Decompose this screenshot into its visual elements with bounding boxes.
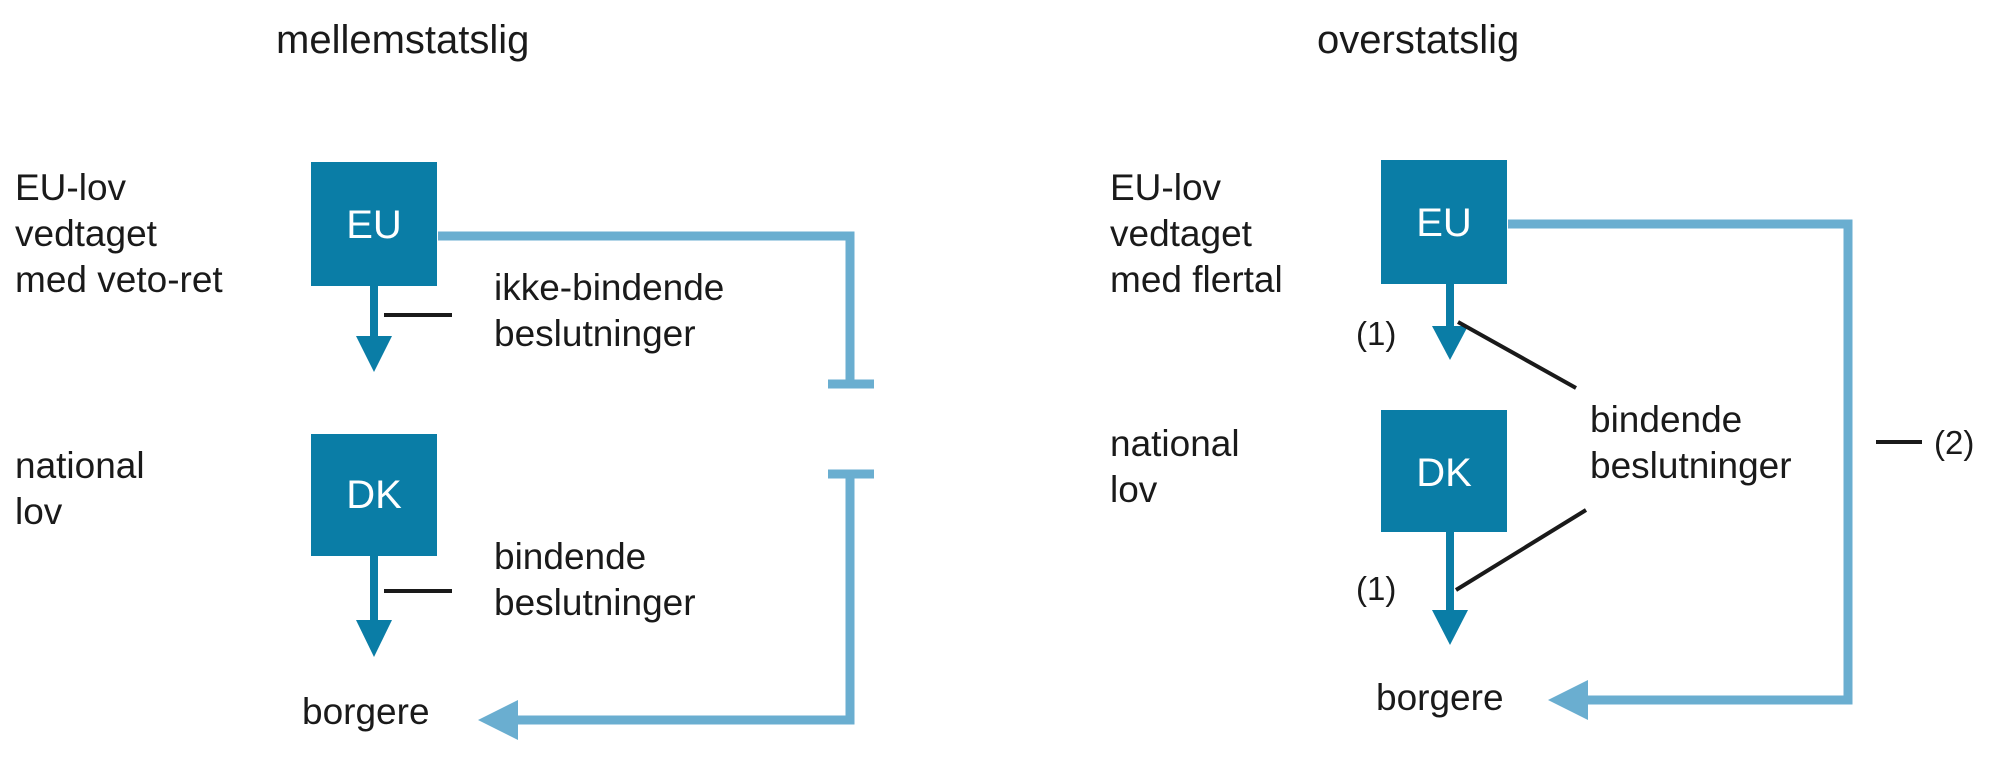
- right-decision-leader-top: [1457, 320, 1577, 390]
- left-national-label-line-2: lov: [15, 491, 63, 532]
- right-panel: overstatslig EU-lov vedtaget med flertal…: [1110, 18, 1974, 720]
- right-eu-label-line-3: med flertal: [1110, 259, 1283, 300]
- right-eu-down-arrowhead: [1432, 326, 1468, 360]
- left-dk-decision-line-1: bindende: [494, 536, 646, 577]
- right-citizens-label: borgere: [1376, 677, 1504, 718]
- left-eu-label-line-3: med veto-ret: [15, 259, 223, 300]
- right-direct-arrow-line: [1508, 219, 1853, 705]
- right-national-label-line-1: national: [1110, 423, 1240, 464]
- left-dk-box-label: DK: [346, 473, 402, 517]
- right-dk-box: [1381, 410, 1507, 532]
- right-eu-box-label: EU: [1416, 201, 1472, 245]
- right-panel-title: overstatslig: [1317, 18, 1519, 62]
- right-eu-label-line-1: EU-lov: [1110, 167, 1222, 208]
- left-eu-label-line-1: EU-lov: [15, 167, 127, 208]
- right-decision-line-1: bindende: [1590, 399, 1742, 440]
- right-marker-2: (2): [1934, 424, 1974, 461]
- left-eu-box: [311, 162, 437, 286]
- right-dk-box-label: DK: [1416, 451, 1472, 495]
- left-eu-decision-line-1: ikke-bindende: [494, 267, 724, 308]
- left-panel: mellemstatslig EU-lov vedtaget med veto-…: [15, 18, 874, 740]
- left-direct-arrow: [438, 231, 874, 740]
- right-marker-1-bottom: (1): [1356, 570, 1396, 607]
- right-eu-label-line-2: vedtaget: [1110, 213, 1253, 254]
- right-direct-arrowhead: [1548, 680, 1588, 720]
- right-direct-arrow: [1508, 219, 1853, 720]
- right-decision-line-2: beslutninger: [1590, 445, 1792, 486]
- left-eu-decision-line-2: beslutninger: [494, 313, 696, 354]
- left-eu-down-arrowhead: [356, 336, 392, 372]
- left-direct-arrow-lower: [514, 474, 855, 725]
- right-marker-1-top: (1): [1356, 315, 1396, 352]
- right-dk-down-arrowhead: [1432, 610, 1468, 645]
- left-direct-arrowhead: [478, 700, 518, 740]
- left-national-label-line-1: national: [15, 445, 145, 486]
- right-national-label-line-2: lov: [1110, 469, 1158, 510]
- left-direct-arrow-upper: [438, 231, 855, 384]
- left-dk-decision-line-2: beslutninger: [494, 582, 696, 623]
- right-decision-leader-bottom: [1454, 508, 1588, 592]
- left-dk-down-arrowhead: [356, 620, 392, 657]
- left-eu-box-label: EU: [346, 203, 402, 247]
- left-dk-box: [311, 434, 437, 556]
- right-eu-box: [1381, 160, 1507, 284]
- left-panel-title: mellemstatslig: [276, 18, 529, 62]
- left-eu-label-line-2: vedtaget: [15, 213, 158, 254]
- left-citizens-label: borgere: [302, 691, 430, 732]
